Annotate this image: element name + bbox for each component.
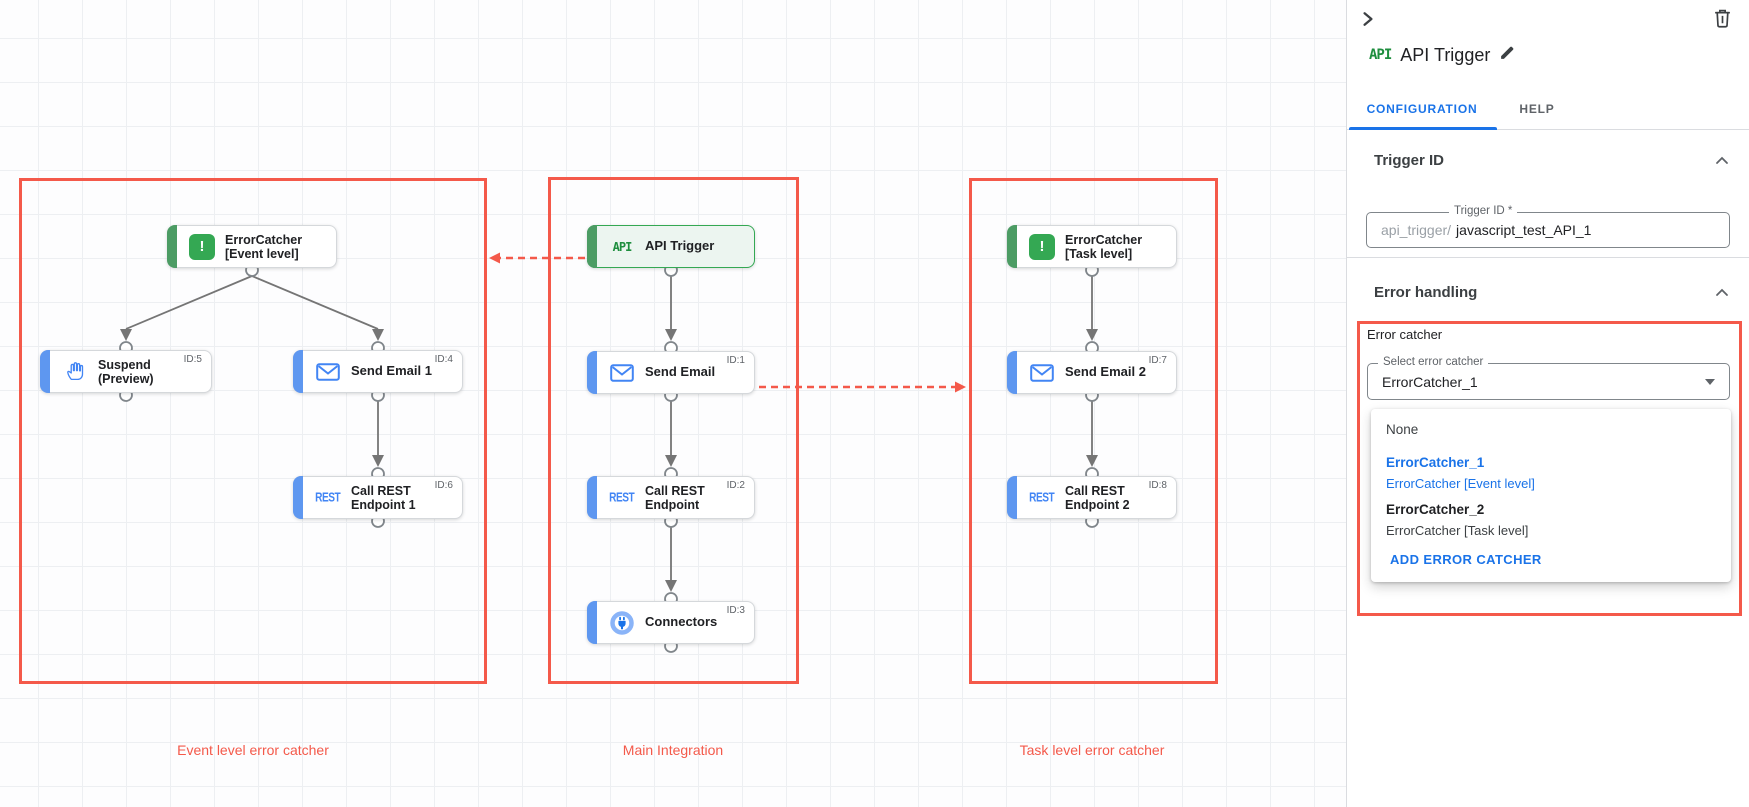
node-id-badge: ID:7 — [1148, 355, 1167, 366]
select-error-catcher-label: Select error catcher — [1378, 356, 1489, 368]
node-id-badge: ID:8 — [1148, 480, 1167, 491]
dropdown-caret-icon — [1705, 379, 1715, 385]
node-send-email-1[interactable]: Send Email 1 ID:4 — [293, 350, 463, 393]
accent-bar — [1007, 225, 1017, 268]
error-catcher-dropdown: None ErrorCatcher_1 ErrorCatcher [Event … — [1371, 409, 1731, 582]
node-id-badge: ID:2 — [726, 480, 745, 491]
accent-bar — [1007, 351, 1017, 394]
node-connectors[interactable]: Connectors ID:3 — [587, 601, 755, 644]
node-label: ErrorCatcher[Event level] — [225, 232, 303, 261]
delete-trigger-icon[interactable] — [1714, 9, 1731, 33]
node-label: API Trigger — [645, 238, 715, 254]
group-box-main-integration — [548, 177, 799, 684]
rest-icon: REST — [315, 490, 341, 505]
accent-bar — [1007, 476, 1017, 519]
group-box-event-level — [19, 178, 487, 684]
group-label-event-level: Event level error catcher — [177, 742, 329, 758]
node-error-catcher-task[interactable]: ! ErrorCatcher[Task level] — [1007, 225, 1177, 268]
node-id-badge: ID:5 — [183, 354, 202, 365]
email-icon — [606, 363, 638, 382]
rest-icon: REST — [609, 490, 635, 505]
node-label: Send Email 2 — [1065, 364, 1146, 380]
email-icon — [1026, 363, 1058, 382]
node-label: Send Email 1 — [351, 363, 432, 379]
tab-configuration[interactable]: CONFIGURATION — [1366, 102, 1478, 116]
error-handling-heading: Error handling — [1374, 284, 1478, 301]
hand-icon — [59, 361, 91, 382]
accent-bar — [293, 476, 303, 519]
collapse-panel-icon[interactable] — [1360, 11, 1376, 32]
group-label-main-integration: Main Integration — [622, 742, 724, 758]
trigger-id-prefix: api_trigger/ — [1381, 222, 1452, 238]
node-id-badge: ID:6 — [434, 480, 453, 491]
trigger-id-input[interactable]: Trigger ID * api_trigger/ javascript_tes… — [1366, 205, 1730, 248]
accent-bar — [293, 350, 303, 393]
api-icon: API — [612, 239, 633, 254]
collapse-trigger-id-icon[interactable] — [1715, 153, 1729, 171]
node-send-email-2[interactable]: Send Email 2 ID:7 — [1007, 351, 1177, 394]
panel-title: API Trigger — [1400, 44, 1491, 65]
accent-bar — [40, 350, 50, 393]
connector-lines — [119, 252, 1099, 653]
connectors-icon — [606, 610, 638, 636]
dropdown-option-none[interactable]: None — [1386, 422, 1419, 437]
node-label: ErrorCatcher[Task level] — [1065, 232, 1143, 261]
accent-bar — [587, 476, 597, 519]
api-badge-icon: API — [1369, 47, 1392, 63]
tab-help[interactable]: HELP — [1519, 102, 1555, 116]
active-tab-underline — [1349, 127, 1497, 130]
node-id-badge: ID:3 — [726, 605, 745, 616]
node-send-email[interactable]: Send Email ID:1 — [587, 351, 755, 394]
add-error-catcher-button[interactable]: ADD ERROR CATCHER — [1390, 552, 1542, 567]
workflow-canvas[interactable]: ! ErrorCatcher[Event level] Suspend(Prev… — [0, 0, 1346, 807]
section-divider — [1347, 257, 1749, 258]
dropdown-option-errorcatcher-1[interactable]: ErrorCatcher_1 ErrorCatcher [Event level… — [1386, 455, 1535, 491]
select-error-catcher[interactable]: Select error catcher ErrorCatcher_1 — [1367, 356, 1730, 400]
edit-title-icon[interactable] — [1499, 44, 1516, 66]
panel-tabs: CONFIGURATION HELP — [1347, 88, 1749, 130]
node-id-badge: ID:4 — [434, 354, 453, 365]
node-suspend[interactable]: Suspend(Preview) ID:5 — [40, 350, 212, 393]
rest-icon: REST — [1029, 490, 1055, 505]
group-box-task-level — [969, 178, 1218, 684]
collapse-error-handling-icon[interactable] — [1715, 285, 1729, 303]
node-api-trigger[interactable]: API API Trigger — [587, 225, 755, 268]
error-catcher-highlight — [1357, 321, 1742, 616]
node-label: Send Email — [645, 364, 716, 380]
node-label: Suspend(Preview) — [98, 357, 154, 386]
email-icon — [312, 362, 344, 381]
trigger-id-value: javascript_test_API_1 — [1456, 222, 1592, 238]
node-id-badge: ID:1 — [726, 355, 745, 366]
error-catcher-icon: ! — [186, 233, 218, 260]
trigger-id-heading: Trigger ID — [1374, 152, 1445, 169]
error-catcher-label: Error catcher — [1367, 327, 1443, 342]
accent-bar — [587, 225, 597, 268]
accent-bar — [587, 351, 597, 394]
error-catcher-icon: ! — [1026, 233, 1058, 260]
accent-bar — [587, 601, 597, 644]
accent-bar — [167, 225, 177, 268]
node-error-catcher-event[interactable]: ! ErrorCatcher[Event level] — [167, 225, 337, 268]
select-error-catcher-value: ErrorCatcher_1 — [1382, 373, 1478, 390]
group-label-task-level: Task level error catcher — [1019, 742, 1165, 758]
trigger-id-field-label: Trigger ID * — [1449, 205, 1518, 217]
dropdown-option-errorcatcher-2[interactable]: ErrorCatcher_2 ErrorCatcher [Task level] — [1386, 502, 1529, 538]
node-label: Connectors — [645, 614, 718, 630]
config-panel: API API Trigger CONFIGURATION HELP Trigg… — [1346, 0, 1749, 807]
